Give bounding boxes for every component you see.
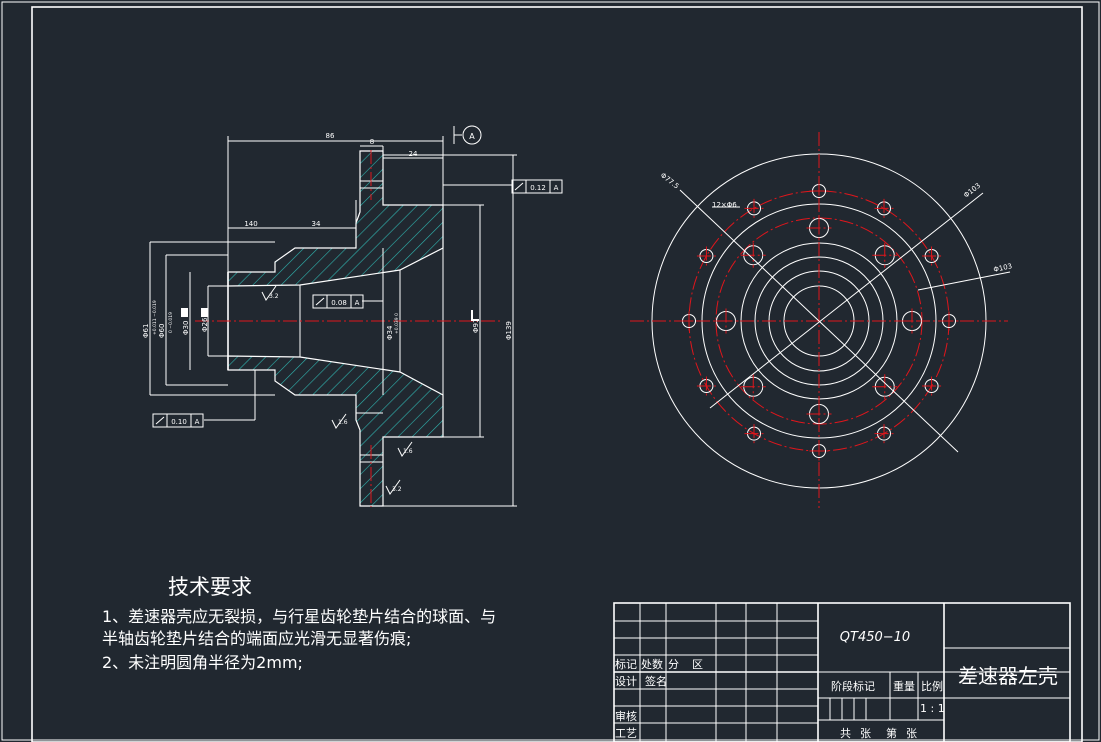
dim-24: 24 <box>409 150 418 158</box>
dim-phi103: Φ103 <box>962 182 982 200</box>
part-name: 差速器左壳 <box>958 664 1058 688</box>
outer-hole <box>809 181 829 201</box>
outer-hole <box>744 198 764 218</box>
section-hatch-upper <box>227 150 444 287</box>
label-gongyi: 工艺 <box>615 727 637 740</box>
tech-req-line2: 半轴齿轮垫片结合的端面应光滑无显著伤痕; <box>102 629 411 648</box>
inner-hole <box>713 308 739 334</box>
tol-top-value: 0.12 <box>530 184 546 192</box>
roughness-2: 1.6 <box>331 413 348 429</box>
tol-left-datum: A <box>195 418 200 426</box>
label-biaoji: 标记 <box>615 657 637 671</box>
svg-text:1.6: 1.6 <box>338 419 348 426</box>
end-view: Φ77.5 12×Φ6 Φ103 Φ103 <box>630 132 1013 508</box>
inner-hole <box>899 308 925 334</box>
inner-hole <box>806 401 832 427</box>
zhang-2: 张 <box>906 727 917 740</box>
material-label: QT450−10 <box>840 630 910 645</box>
outer-hole <box>696 376 716 396</box>
dim-phi61: Φ61 <box>142 324 150 338</box>
section-hatch-lower <box>227 355 444 507</box>
section-view: 86 8 24 140 34 A Φ61 +0.011 −0.019 Φ60 0… <box>142 125 563 507</box>
outer-hole <box>922 246 942 266</box>
tech-req-title: 技术要求 <box>168 575 252 599</box>
roughness-3: 1.6 <box>397 441 413 457</box>
dim-phi60: Φ60 <box>158 324 166 338</box>
dim-140: 140 <box>244 220 257 228</box>
tech-req-line1: 1、差速器壳应无裂损，与行星齿轮垫片结合的球面、与 <box>102 607 496 626</box>
inner-hole <box>740 374 766 400</box>
svg-text:1.6: 1.6 <box>403 448 413 455</box>
dim-phi91: Φ91 <box>472 319 480 333</box>
dim-phi60-tol: 0 −0.019 <box>168 312 174 333</box>
dim-8: 8 <box>370 138 374 146</box>
outer-hole <box>874 424 894 444</box>
outer-hole <box>922 376 942 396</box>
dim-phi34-tol: +0.039 0 <box>394 313 400 334</box>
outer-hole <box>696 246 716 266</box>
outer-bolt-holes <box>679 181 959 461</box>
roughness-4: 3.2 <box>385 479 402 495</box>
tolerance-frame-top: 0.12 A <box>443 179 563 194</box>
label-qianming: 签名 <box>645 674 667 688</box>
outer-hole <box>744 424 764 444</box>
dim-phi34: Φ34 <box>386 325 394 340</box>
tol-left-value: 0.10 <box>171 418 187 426</box>
scale-label: 比例 <box>921 679 943 693</box>
tech-req-line3: 2、未注明圆角半径为2mm; <box>102 653 303 672</box>
label-chushu: 处数 <box>641 658 663 671</box>
weight-label: 重量 <box>893 679 915 693</box>
svg-text:3.2: 3.2 <box>269 293 279 300</box>
inner-hole <box>740 242 766 268</box>
title-block: QT450−10 差速器左壳 标记 处数 分 区 设计 签名 审核 工艺 阶段标… <box>613 602 1071 742</box>
stage-label: 阶段标记 <box>831 679 875 693</box>
gong-label: 共 <box>840 727 851 740</box>
dim-phi139: Φ139 <box>505 321 513 340</box>
tol-mid-datum: A <box>355 299 360 307</box>
tolerance-frame-left: 0.10 A <box>152 370 256 428</box>
di-label: 第 <box>886 726 897 740</box>
roughness-1: 3.2 <box>261 285 279 301</box>
inner-hole <box>872 242 898 268</box>
outer-hole <box>679 311 699 331</box>
outer-hole <box>809 441 829 461</box>
outer-hole <box>874 198 894 218</box>
dim-86: 86 <box>326 132 335 140</box>
dim-phi77: Φ77.5 <box>659 171 681 190</box>
datum-label: A <box>469 132 475 141</box>
tol-top-datum: A <box>554 184 559 192</box>
dim-phi30: Φ30 <box>182 321 190 335</box>
dim-holes: 12×Φ6 <box>712 201 737 209</box>
inner-holes <box>713 215 925 427</box>
dim-34: 34 <box>312 220 321 228</box>
inner-hole <box>806 215 832 241</box>
inner-hole <box>872 374 898 400</box>
label-fen: 分 <box>668 658 679 671</box>
scale-value: 1 : 1 <box>920 702 945 715</box>
dim-phi61-tol: +0.011 −0.019 <box>152 300 158 335</box>
dim-phi26: Φ26 <box>201 317 209 332</box>
datum-circle <box>462 125 482 145</box>
label-qu: 区 <box>692 658 703 671</box>
outer-hole <box>939 311 959 331</box>
tolerance-frame-mid: 0.08 A <box>312 294 383 309</box>
tol-mid-value: 0.08 <box>331 299 347 307</box>
svg-text:3.2: 3.2 <box>392 486 402 493</box>
dim-r-big: Φ103 <box>993 262 1013 274</box>
label-shenhe: 审核 <box>615 709 637 723</box>
zhang-1: 张 <box>860 727 871 740</box>
tech-requirements: 技术要求 1、差速器壳应无裂损，与行星齿轮垫片结合的球面、与 半轴齿轮垫片结合的… <box>102 575 496 672</box>
label-sheji: 设计 <box>615 675 637 688</box>
